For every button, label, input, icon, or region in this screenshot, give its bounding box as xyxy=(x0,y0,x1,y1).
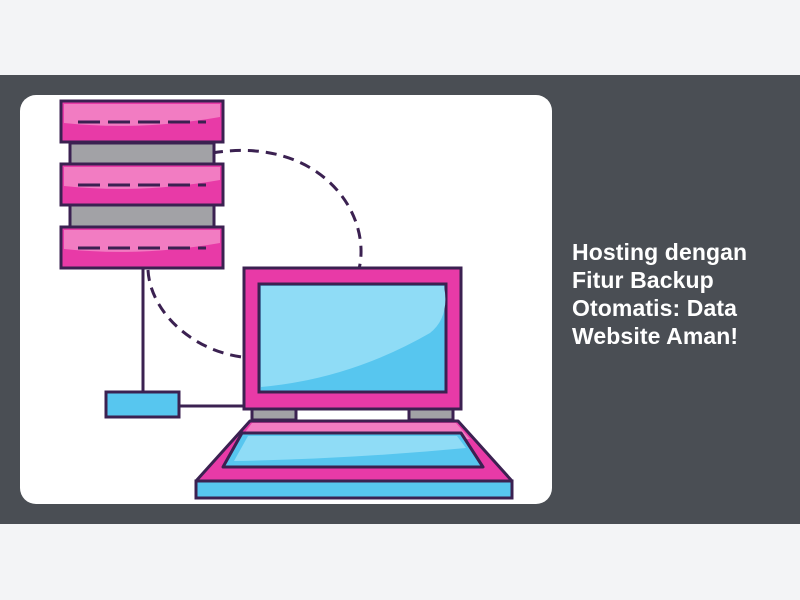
server-backup-laptop-illustration xyxy=(59,99,514,500)
featured-post-banner[interactable]: Hosting dengan Fitur Backup Otomatis: Da… xyxy=(0,75,800,524)
backup-sync-arc xyxy=(211,149,363,274)
backup-sync-arc-lower xyxy=(146,269,243,359)
featured-image[interactable] xyxy=(20,95,552,504)
post-title[interactable]: Hosting dengan Fitur Backup Otomatis: Da… xyxy=(572,239,748,349)
laptop-icon xyxy=(194,266,514,500)
network-node-icon xyxy=(104,390,181,419)
server-rack-icon xyxy=(59,99,225,270)
